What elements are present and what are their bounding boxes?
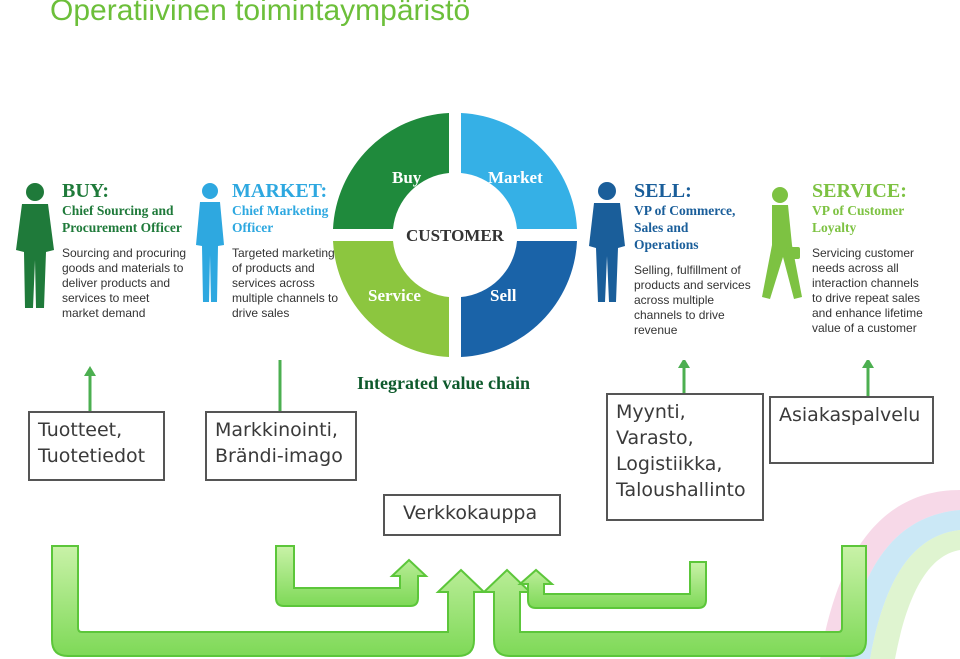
role-buy-desc: Sourcing and procuring goods and materia…	[62, 246, 187, 320]
role-buy-head: BUY:	[62, 180, 110, 202]
service-figure-icon	[762, 187, 802, 299]
role-market: MARKET: Chief Marketing Officer Targeted…	[232, 180, 344, 321]
flow-arrow-support	[481, 545, 867, 657]
role-market-title: Chief Marketing Officer	[232, 203, 329, 235]
box-sales: Myynti, Varasto, Logistiikka, Taloushall…	[606, 393, 764, 521]
role-buy-title: Chief Sourcing and Procurement Officer	[62, 203, 182, 235]
wheel-segment-sell	[461, 241, 577, 357]
role-service: SERVICE: VP of Customer Loyalty Servicin…	[812, 180, 927, 336]
wheel-label-buy: Buy	[392, 168, 422, 187]
wheel-caption: Integrated value chain	[357, 373, 530, 393]
wheel-segment-market	[461, 113, 577, 229]
role-buy: BUY: Chief Sourcing and Procurement Offi…	[62, 180, 187, 321]
wheel-segment-service	[333, 241, 449, 357]
flow-arrow-marketing	[275, 545, 429, 607]
wheel-label-sell: Sell	[490, 286, 517, 305]
box-webshop: Verkkokauppa	[383, 494, 561, 536]
page-title: Operatiivinen toimintaympäristö	[50, 0, 471, 27]
wheel-label-market: Market	[488, 168, 543, 187]
wheel-center-label: CUSTOMER	[406, 226, 505, 245]
box-products: Tuotteet, Tuotetiedot	[28, 411, 165, 481]
role-service-desc: Servicing customer needs across all inte…	[812, 246, 923, 335]
role-market-desc: Targeted marketing of products and servi…	[232, 246, 339, 320]
role-market-head: MARKET:	[232, 180, 328, 202]
role-sell-desc: Selling, fulfillment of products and ser…	[634, 263, 751, 337]
buyer-figure-icon	[16, 183, 54, 308]
role-sell-head: SELL:	[634, 180, 692, 202]
role-service-title: VP of Customer Loyalty	[812, 203, 904, 235]
flow-arrow-products	[51, 545, 487, 657]
wheel-segment-buy	[333, 113, 449, 229]
flow-arrows	[51, 545, 867, 657]
box-marketing: Markkinointi, Brändi-imago	[205, 411, 357, 481]
value-chain-wheel: Buy Market Service Sell CUSTOMER	[333, 113, 577, 357]
box-support: Asiakaspalvelu	[769, 396, 934, 464]
flow-arrow-sales	[517, 561, 707, 609]
role-service-head: SERVICE:	[812, 180, 907, 202]
wheel-label-service: Service	[368, 286, 421, 305]
marketer-figure-icon	[196, 183, 224, 302]
seller-figure-icon	[589, 182, 625, 302]
role-sell-title: VP of Commerce, Sales and Operations	[634, 203, 736, 252]
role-sell: SELL: VP of Commerce, Sales and Operatio…	[634, 180, 754, 338]
